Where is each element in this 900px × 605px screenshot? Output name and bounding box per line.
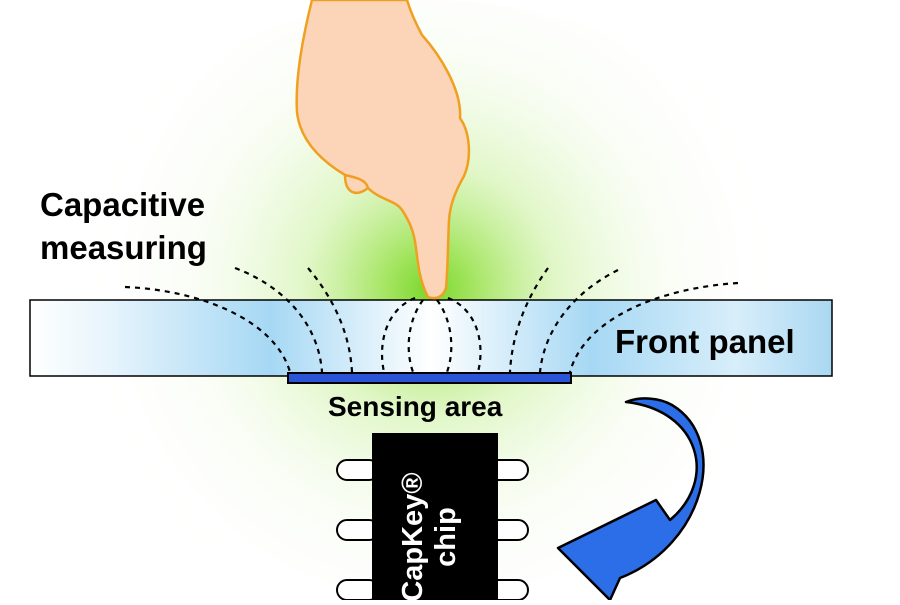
front-panel-label: Front panel [615,323,795,360]
field-line [538,269,619,373]
capacitive-label-line1: Capacitive [40,186,206,223]
pointing-hand-icon [295,0,471,300]
chip-label-line1: CapKey® [397,472,429,602]
chip-label-line2: chip [430,507,462,567]
field-line [234,266,324,373]
front-panel [29,299,833,377]
curved-arrow-icon [556,397,705,602]
capacitive-measuring-label: Capacitive measuring [40,183,207,269]
field-line [447,296,482,373]
finger-crease [344,173,370,189]
field-line [568,281,739,373]
field-line [307,267,354,373]
field-line [380,296,416,373]
field-lines [124,266,739,373]
field-line [508,267,549,373]
capacitive-label-line2: measuring [40,229,207,266]
sensing-area-label: Sensing area [328,391,503,422]
chip-body [372,433,498,600]
sensing-area-pad [287,372,572,384]
